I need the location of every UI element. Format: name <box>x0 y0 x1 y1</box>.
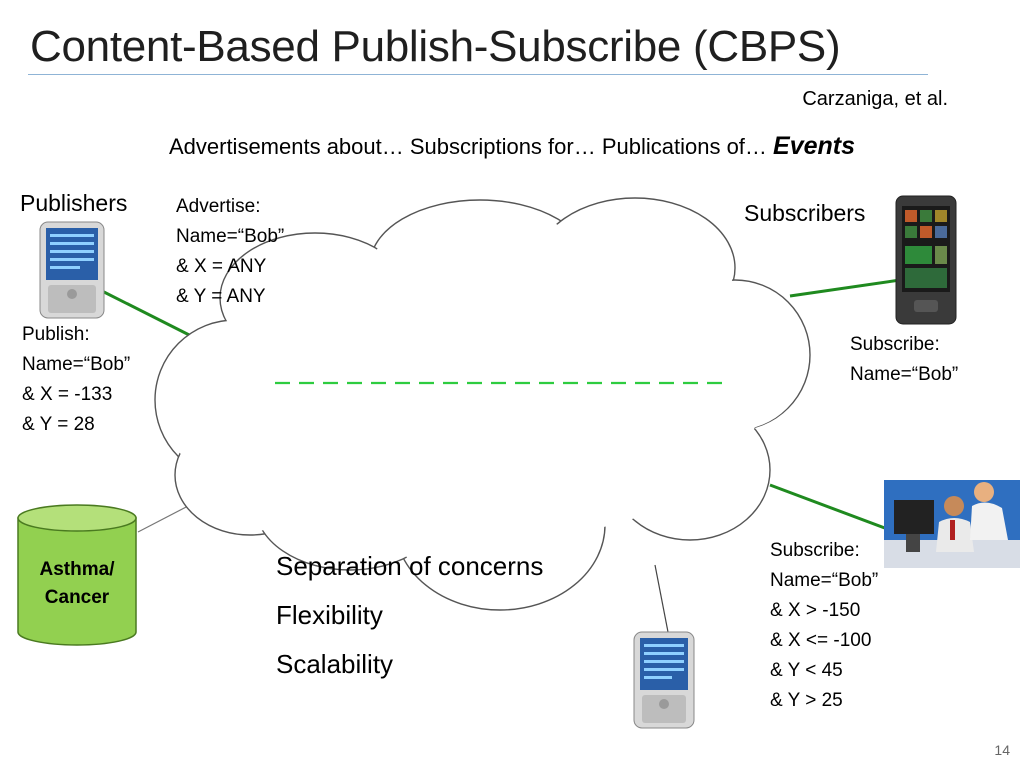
subtitle-prefix: Advertisements about… Subscriptions for…… <box>168 134 774 159</box>
link-cloud-subscriber-phone <box>789 278 901 298</box>
subscribers-heading: Subscribers <box>744 200 866 226</box>
pda-device-icon <box>633 631 695 729</box>
benefit-item: Separation of concerns <box>276 551 544 581</box>
office-workers-clipart-icon <box>884 480 1020 568</box>
subscribe-text-office: Subscribe: Name=“Bob” & X > -150 & X <= … <box>770 540 879 711</box>
title-underline <box>28 74 928 75</box>
link-cloud-subscriber-office <box>769 483 891 532</box>
page-number: 14 <box>994 742 1010 758</box>
benefit-item: Scalability <box>276 649 394 679</box>
advertise-text: Advertise: Name=“Bob” & X = ANY & Y = AN… <box>176 196 285 307</box>
benefit-item: Flexibility <box>276 600 383 630</box>
smartphone-icon <box>895 195 957 325</box>
pda-device-icon <box>39 221 105 319</box>
publishers-heading: Publishers <box>20 190 128 216</box>
database-label: Asthma/ Cancer <box>39 559 115 608</box>
benefits-list: Separation of concerns Flexibility Scala… <box>276 542 543 689</box>
author-credit: Carzaniga, et al. <box>802 88 948 110</box>
subtitle-emphasis: Events <box>773 132 856 160</box>
slide-title: Content-Based Publish-Subscribe (CBPS) <box>30 22 841 71</box>
subscribe-text-phone: Subscribe: Name=“Bob” <box>850 334 959 385</box>
publish-text: Publish: Name=“Bob” & X = -133 & Y = 28 <box>22 324 131 435</box>
link-database-cloud <box>137 504 191 533</box>
database-cylinder-icon <box>17 504 137 646</box>
subtitle: Advertisements about… Subscriptions for…… <box>0 132 1024 161</box>
link-cloud-subscriber-pda <box>654 564 669 633</box>
